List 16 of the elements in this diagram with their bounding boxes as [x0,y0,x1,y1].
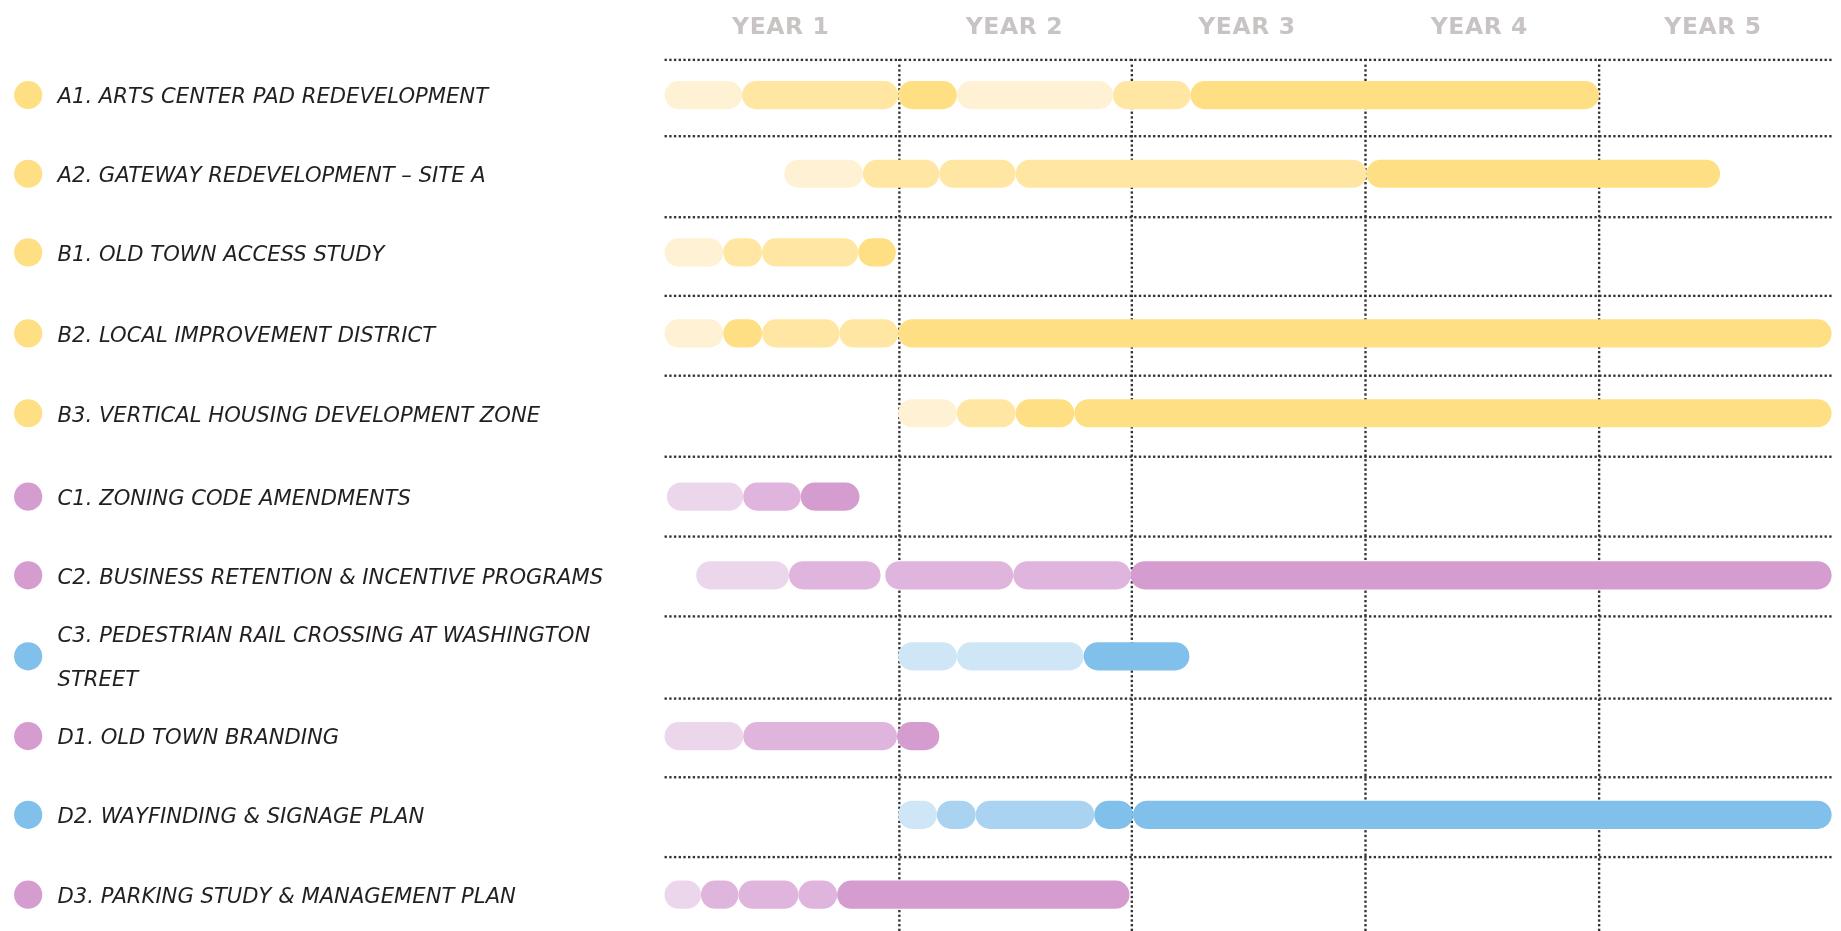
year-header: YEAR 4 [1429,11,1530,40]
task-label: D3. PARKING STUDY & MANAGEMENT PLAN [57,881,517,909]
task-label: D2. WAYFINDING & SIGNAGE PLAN [57,801,426,830]
year-header: YEAR 3 [1197,11,1297,40]
task-label: B2. LOCAL IMPROVEMENT DISTRICT [57,320,438,348]
year-header: YEAR 1 [731,11,831,40]
task-label: C3. PEDESTRIAN RAIL CROSSING AT WASHINGTON STREET [57,621,592,693]
task-label: C2. BUSINESS RETENTION & INCENTIVE PROGRAMS [57,562,605,590]
year-header: YEAR 5 [1663,11,1763,40]
task-label: D1. OLD TOWN BRANDING [57,722,341,751]
task-label: A2. GATEWAY REDEVELOPMENT – SITE A [57,160,487,189]
task-label: B3. VERTICAL HOUSING DEVELOPMENT ZONE [57,399,542,428]
task-label: B1. OLD TOWN ACCESS STUDY [57,239,387,267]
year-header: YEAR 2 [964,11,1065,40]
task-label: C1. ZONING CODE AMENDMENTS [57,483,412,511]
task-label: A1. ARTS CENTER PAD REDEVELOPMENT [57,81,491,110]
